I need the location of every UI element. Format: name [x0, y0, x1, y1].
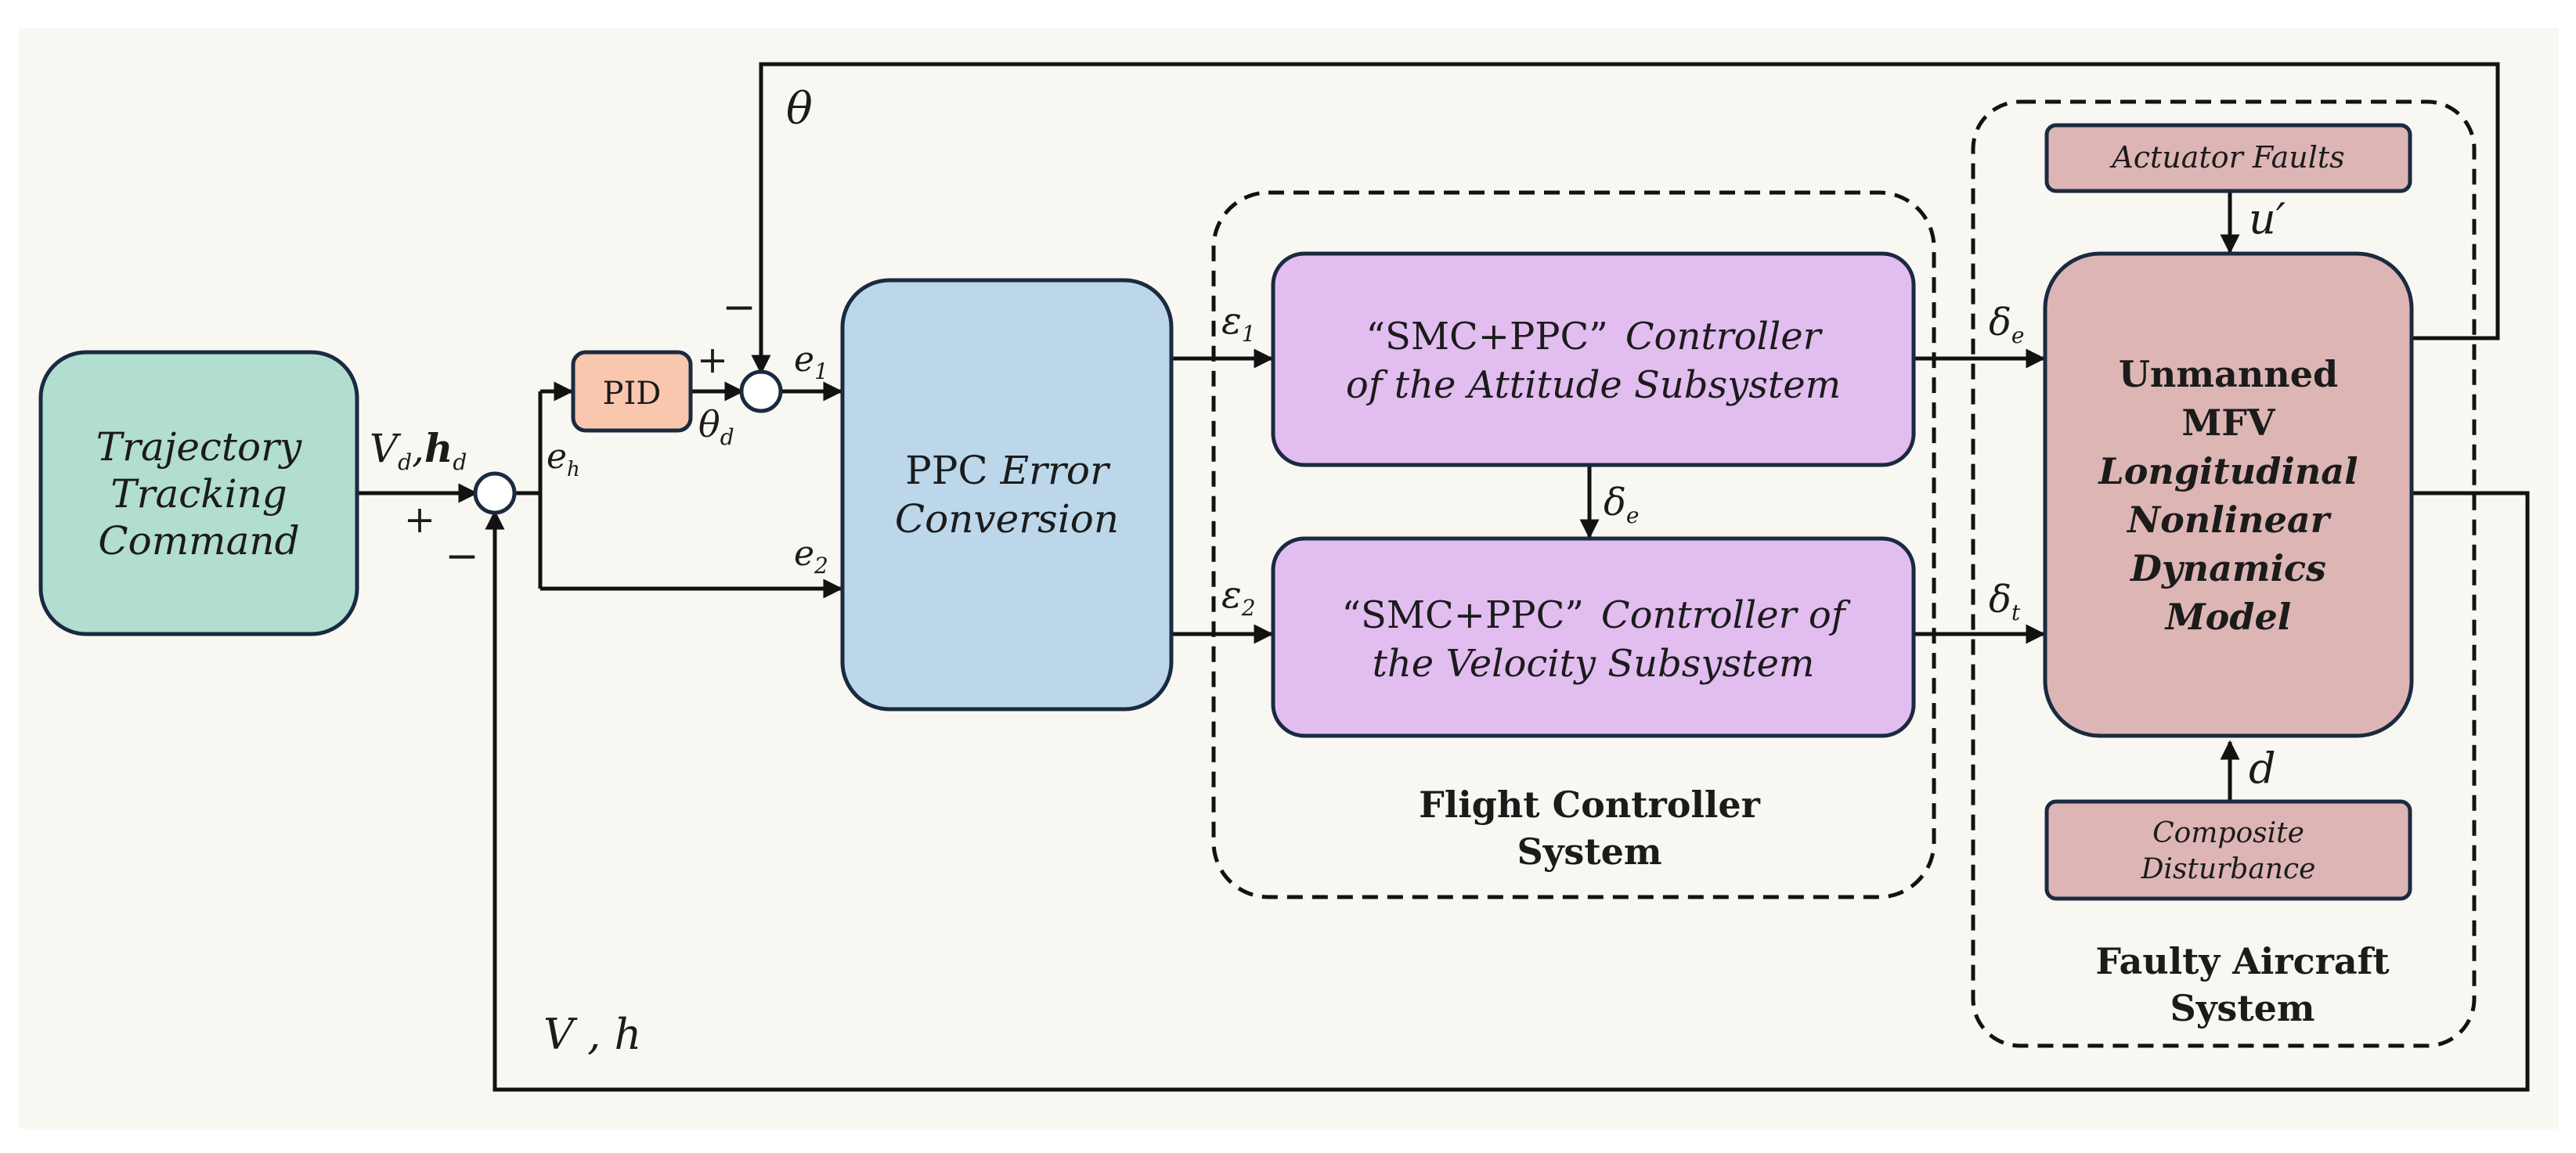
velocity-line-1-rest: Controller of	[1601, 593, 1851, 637]
vd-base: V	[370, 426, 402, 471]
attitude-controller-block: “SMC+PPC” Controller of the Attitude Subs…	[1271, 251, 1916, 467]
eps2-sub: 2	[1241, 595, 1256, 621]
eps1-sub: 1	[1242, 321, 1256, 347]
delta-e-top-base: δ	[1989, 301, 2011, 344]
mfv-line-5: Dynamics	[2129, 547, 2326, 589]
mfv-line-1: Unmanned	[2119, 353, 2338, 395]
delta-e-top-sub: e	[2011, 322, 2025, 348]
thetad-sub: d	[720, 424, 734, 450]
delta-e-mid-base: δ	[1604, 481, 1626, 524]
signal-theta-d: θd	[698, 403, 734, 450]
mfv-line-3: Longitudinal	[2097, 450, 2358, 492]
sign-plus-sum1: +	[404, 498, 435, 542]
signal-vd-hd: Vd,hd	[370, 425, 467, 475]
vd-sub: d	[398, 449, 412, 475]
thetad-base: θ	[698, 403, 720, 445]
signal-theta: θ	[786, 84, 813, 135]
ppc-line-1-normal: PPC	[905, 448, 1000, 493]
wire-vh-feedback	[485, 491, 2530, 1092]
wire-theta-feedback	[751, 62, 2500, 375]
signal-delta-e-top: δe	[1989, 301, 2024, 348]
mfv-line-2: MFV	[2181, 402, 2276, 444]
e2-sub: 2	[814, 553, 828, 578]
trajectory-line-2: Tracking	[110, 471, 287, 517]
delta-t-sub: t	[2011, 600, 2021, 625]
faulty-aircraft-caption-1: Faulty Aircraft	[2095, 940, 2390, 982]
disturbance-line-1: Composite	[2152, 817, 2304, 849]
composite-disturbance-block: Composite Disturbance	[2044, 799, 2412, 901]
summing-junction-1	[473, 471, 517, 515]
eps1-base: ε	[1221, 299, 1242, 343]
sign-minus-sum1: −	[445, 533, 479, 580]
mfv-dynamics-model-block: Unmanned MFV Longitudinal Nonlinear Dyna…	[2043, 251, 2414, 738]
attitude-line-1: “SMC+PPC” Controller	[1366, 315, 1823, 359]
actuator-faults-label: Actuator Faults	[2109, 140, 2344, 175]
signal-e-1: e1	[794, 340, 828, 384]
e1-sub: 1	[814, 359, 828, 384]
velocity-controller-block: “SMC+PPC” Controller of the Velocity Subs…	[1271, 536, 1916, 738]
attitude-line-1-rest: Controller	[1625, 315, 1824, 359]
delta-t-base: δ	[1989, 578, 2011, 622]
sign-minus-sum2: −	[722, 284, 756, 331]
actuator-faults-block: Actuator Faults	[2044, 123, 2412, 193]
signal-eps-1: ε1	[1221, 299, 1256, 347]
trajectory-line-1: Trajectory	[96, 424, 302, 470]
e1-base: e	[794, 340, 814, 380]
vd-hd-sep: ,	[412, 426, 424, 471]
eh-sub: h	[567, 458, 580, 481]
signal-eps-2: ε2	[1221, 573, 1256, 621]
delta-e-mid-sub: e	[1626, 503, 1640, 528]
signal-d: d	[2249, 744, 2276, 793]
mfv-line-4: Nonlinear	[2126, 499, 2332, 541]
summing-junction-2	[739, 369, 783, 413]
trajectory-line-3: Command	[98, 518, 299, 564]
signal-delta-e-mid: δe	[1604, 481, 1639, 528]
signal-e-2: e2	[794, 534, 828, 578]
pid-label: PID	[603, 376, 662, 412]
velocity-quote: “SMC+PPC”	[1341, 593, 1583, 637]
signal-e-h: eh	[547, 437, 580, 481]
signal-delta-t: δt	[1989, 578, 2021, 625]
flight-controller-group-box	[1211, 190, 1936, 899]
trajectory-command-block: Trajectory Tracking Command	[38, 350, 359, 636]
flight-controller-caption-2: System	[1517, 831, 1661, 873]
signal-u-prime: u′	[2249, 194, 2286, 243]
attitude-quote: “SMC+PPC”	[1366, 315, 1607, 359]
pid-block: PID	[571, 350, 693, 433]
ppc-error-conversion-block: PPC Error Conversion	[840, 278, 1174, 712]
faulty-aircraft-caption-2: System	[2170, 987, 2314, 1029]
sign-plus-sum2: +	[697, 338, 728, 382]
eh-base: e	[547, 437, 567, 477]
velocity-line-2: the Velocity Subsystem	[1373, 642, 1815, 686]
attitude-line-2: of the Attitude Subsystem	[1346, 363, 1841, 407]
disturbance-line-2: Disturbance	[2141, 853, 2316, 885]
signal-v-h: V , h	[543, 1010, 641, 1059]
e2-base: e	[794, 534, 814, 574]
ppc-line-1: PPC Error	[905, 448, 1111, 493]
mfv-line-6: Model	[2164, 596, 2292, 638]
ppc-line-1-italic: Error	[1000, 448, 1111, 493]
hd-base: h	[424, 425, 453, 471]
velocity-line-1: “SMC+PPC” Controller of	[1341, 593, 1850, 637]
faulty-aircraft-group-box	[1971, 99, 2477, 1048]
flight-controller-caption-1: Flight Controller	[1419, 784, 1761, 826]
ppc-line-2: Conversion	[895, 496, 1119, 542]
eps2-base: ε	[1221, 573, 1242, 617]
hd-sub: d	[453, 449, 467, 475]
